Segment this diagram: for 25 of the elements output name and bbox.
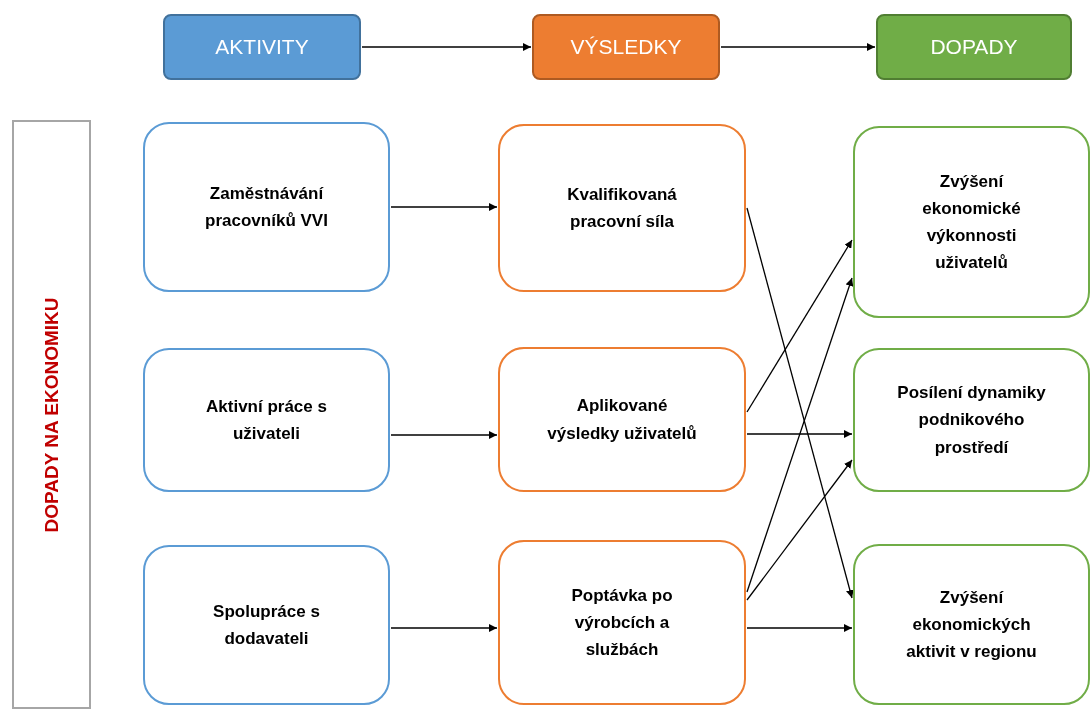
side-band — [12, 120, 91, 709]
column-header: VÝSLEDKY — [532, 14, 720, 80]
arrow — [746, 430, 853, 438]
arrow — [390, 431, 498, 439]
rounded-box: Kvalifikovaná pracovní síla — [498, 124, 746, 292]
arrow — [390, 203, 498, 211]
arrow — [746, 207, 854, 599]
column-header: DOPADY — [876, 14, 1072, 80]
arrow — [746, 624, 853, 632]
arrow — [746, 239, 853, 413]
rounded-box: Posílení dynamiky podnikového prostředí — [853, 348, 1090, 492]
rounded-box: Zaměstnávání pracovníků VVI — [143, 122, 390, 292]
rounded-box: Aktivní práce s uživateli — [143, 348, 390, 492]
column-header: AKTIVITY — [163, 14, 361, 80]
rounded-box: Poptávka po výrobcích a službách — [498, 540, 746, 705]
rounded-box: Zvýšení ekonomické výkonnosti uživatelů — [853, 126, 1090, 318]
rounded-box: Aplikované výsledky uživatelů — [498, 347, 746, 492]
arrow — [746, 277, 854, 593]
arrow — [720, 43, 876, 51]
arrow — [390, 624, 498, 632]
arrow — [746, 459, 853, 601]
arrow — [361, 43, 532, 51]
rounded-box: Spolupráce s dodavateli — [143, 545, 390, 705]
side-title: DOPADY NA EKONOMIKU — [40, 296, 63, 533]
rounded-box: Zvýšení ekonomických aktivit v regionu — [853, 544, 1090, 705]
